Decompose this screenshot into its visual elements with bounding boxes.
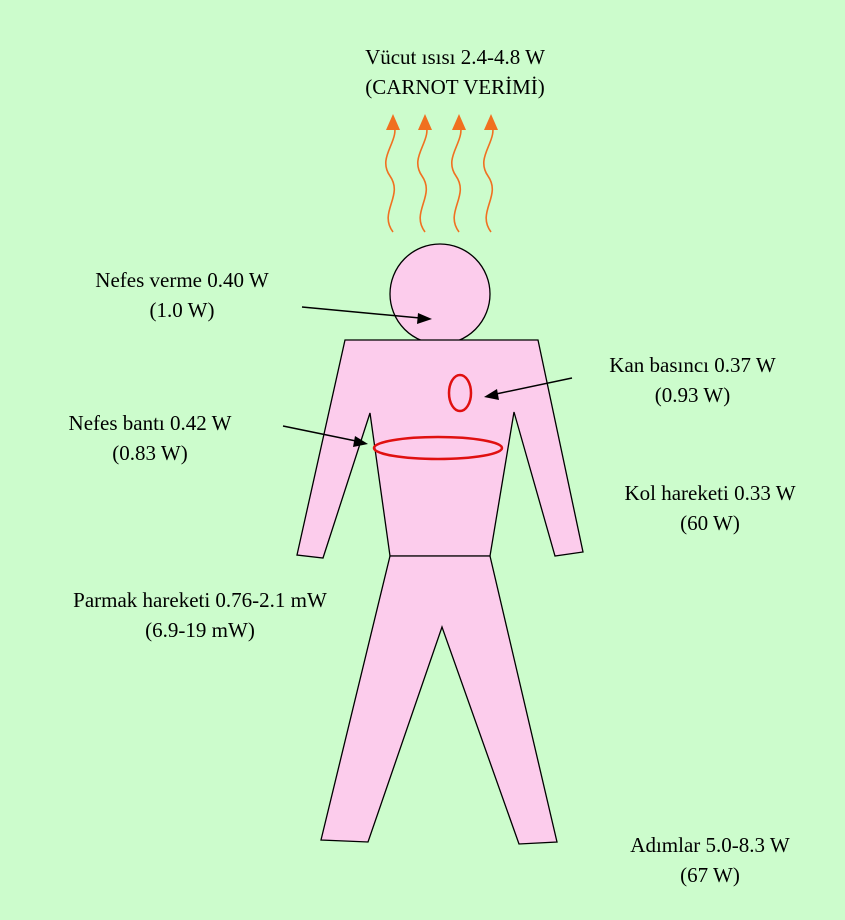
heat-waves (386, 122, 493, 232)
exhalation-max: (1.0 W) (62, 295, 302, 325)
footfalls-max: (67 W) (590, 860, 830, 890)
body-heat-value: Vücut ısısı 2.4-4.8 W (320, 42, 590, 72)
breath-band-max: (0.83 W) (30, 438, 270, 468)
body-heat-note: (CARNOT VERİMİ) (320, 72, 590, 102)
heat-arrowhead-4 (484, 114, 498, 130)
arm-motion-value: Kol hareketi 0.33 W (590, 478, 830, 508)
exhalation-value: Nefes verme 0.40 W (62, 265, 302, 295)
heat-wave-3 (452, 122, 461, 232)
head (390, 244, 490, 344)
finger-motion-label: Parmak hareketi 0.76-2.1 mW (6.9-19 mW) (20, 585, 380, 645)
torso-with-arms (297, 340, 583, 558)
footfalls-label: Adımlar 5.0-8.3 W (67 W) (590, 830, 830, 890)
heat-wave-arrowheads (386, 114, 498, 130)
heat-arrowhead-1 (386, 114, 400, 130)
arm-motion-label: Kol hareketi 0.33 W (60 W) (590, 478, 830, 538)
heat-wave-2 (418, 122, 427, 232)
blood-pressure-max: (0.93 W) (570, 380, 815, 410)
body-heat-label: Vücut ısısı 2.4-4.8 W (CARNOT VERİMİ) (320, 42, 590, 102)
heat-wave-4 (484, 122, 493, 232)
heat-wave-1 (386, 122, 395, 232)
blood-pressure-label: Kan basıncı 0.37 W (0.93 W) (570, 350, 815, 410)
breath-band-label: Nefes bantı 0.42 W (0.83 W) (30, 408, 270, 468)
arm-motion-max: (60 W) (590, 508, 830, 538)
breath-band-value: Nefes bantı 0.42 W (30, 408, 270, 438)
exhalation-label: Nefes verme 0.40 W (1.0 W) (62, 265, 302, 325)
blood-pressure-value: Kan basıncı 0.37 W (570, 350, 815, 380)
heat-arrowhead-2 (418, 114, 432, 130)
heat-arrowhead-3 (452, 114, 466, 130)
finger-motion-value: Parmak hareketi 0.76-2.1 mW (20, 585, 380, 615)
footfalls-value: Adımlar 5.0-8.3 W (590, 830, 830, 860)
finger-motion-max: (6.9-19 mW) (20, 615, 380, 645)
